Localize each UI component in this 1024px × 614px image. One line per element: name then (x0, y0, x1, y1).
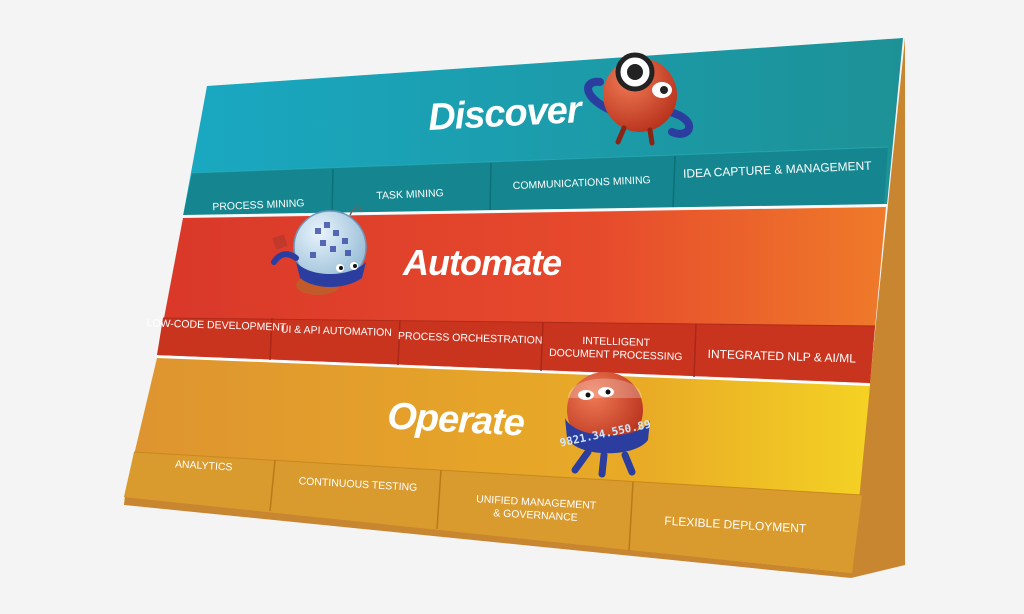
operate-title: Operate (386, 395, 525, 444)
automate-cell-nlp-ai: INTEGRATED NLP & AI/ML (707, 347, 856, 366)
operate-band: Operate ANALYTICS CONTINUOUS TESTING UNI… (124, 358, 870, 573)
ticker-robot-icon: 9821.34.550.89 (559, 372, 652, 478)
automate-band: Automate LOW-CODE DEVELOPMENT UI & API A… (146, 206, 886, 386)
globe-robot-icon (271, 206, 367, 295)
discover-band: Discover PROCESS MINING TASK MINING COMM… (182, 38, 903, 217)
automate-cell-orchestration: PROCESS ORCHESTRATION (398, 330, 543, 347)
automate-title: Automate (402, 242, 562, 283)
automate-cell-document-processing: DOCUMENT PROCESSING (549, 347, 683, 363)
operate-cell-analytics: ANALYTICS (175, 458, 233, 473)
automate-cell-intelligent: INTELLIGENT (582, 335, 651, 349)
automate-cell-low-code: LOW-CODE DEVELOPMENT (146, 317, 287, 333)
magnifier-robot-icon (584, 52, 694, 146)
automate-cell-ui-api: UI & API AUTOMATION (281, 323, 392, 338)
discover-cell-task-mining: TASK MINING (376, 187, 444, 202)
discover-cell-process-mining: PROCESS MINING (212, 197, 305, 213)
discover-title: Discover (427, 89, 585, 139)
operate-cell-governance: & GOVERNANCE (493, 507, 578, 524)
